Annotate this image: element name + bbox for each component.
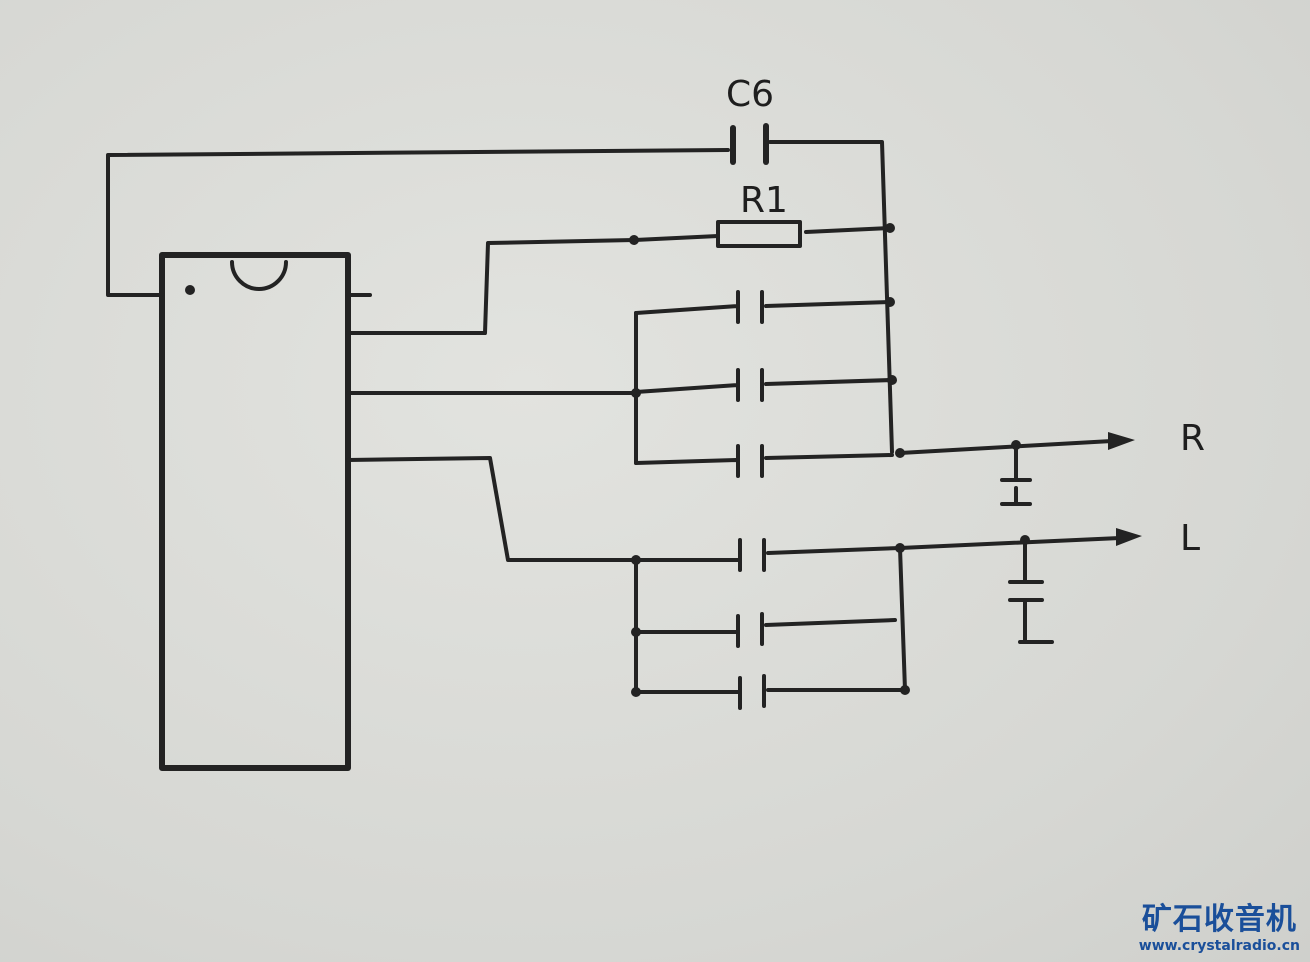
pin1-dot — [185, 285, 195, 295]
label-output-l: L — [1180, 518, 1201, 559]
label-c6: C6 — [726, 74, 775, 115]
watermark-url: www.crystalradio.cn — [1138, 938, 1300, 954]
ic-chip — [159, 252, 351, 771]
r-capacitor-bank — [346, 290, 905, 478]
l-output — [898, 528, 1142, 644]
r1-resistor — [716, 220, 802, 248]
watermark: 矿石收音机 www.crystalradio.cn — [1139, 894, 1300, 954]
l-capacitor-bank — [346, 456, 910, 710]
label-r1: R1 — [740, 180, 788, 221]
r-arrow-icon — [1108, 432, 1135, 450]
label-output-r: R — [1180, 418, 1206, 459]
r-output — [898, 432, 1135, 506]
l-arrow-icon — [1116, 528, 1142, 546]
watermark-title: 矿石收音机 — [1141, 902, 1297, 937]
feedback-wire-c6 — [106, 123, 894, 454]
r1-branch — [346, 220, 895, 335]
